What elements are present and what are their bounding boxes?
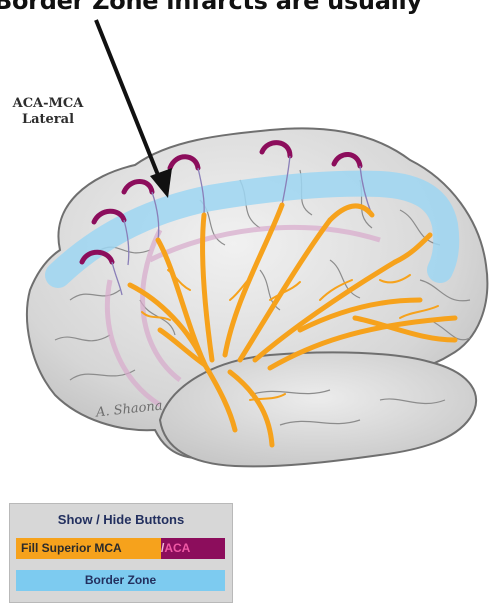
border-zone-button[interactable]: Border Zone — [16, 570, 225, 591]
show-hide-panel: Show / Hide Buttons Fill Superior MCA /A… — [9, 503, 233, 603]
headline: Border Zone infarcts are usually — [0, 0, 422, 16]
aca-mca-lateral-label: ACA-MCA Lateral — [8, 96, 88, 128]
panel-title: Show / Hide Buttons — [10, 512, 232, 527]
fill-superior-mca-label: Fill Superior MCA — [21, 541, 122, 555]
fill-aca-label: ACA — [164, 541, 190, 555]
fill-superior-mca-button[interactable]: Fill Superior MCA — [16, 538, 161, 559]
brain-diagram — [0, 0, 498, 500]
fill-aca-button[interactable]: /ACA — [161, 538, 225, 559]
zone-label-line1: ACA-MCA — [8, 96, 88, 112]
border-zone-label: Border Zone — [85, 573, 156, 587]
zone-label-line2: Lateral — [8, 112, 88, 128]
